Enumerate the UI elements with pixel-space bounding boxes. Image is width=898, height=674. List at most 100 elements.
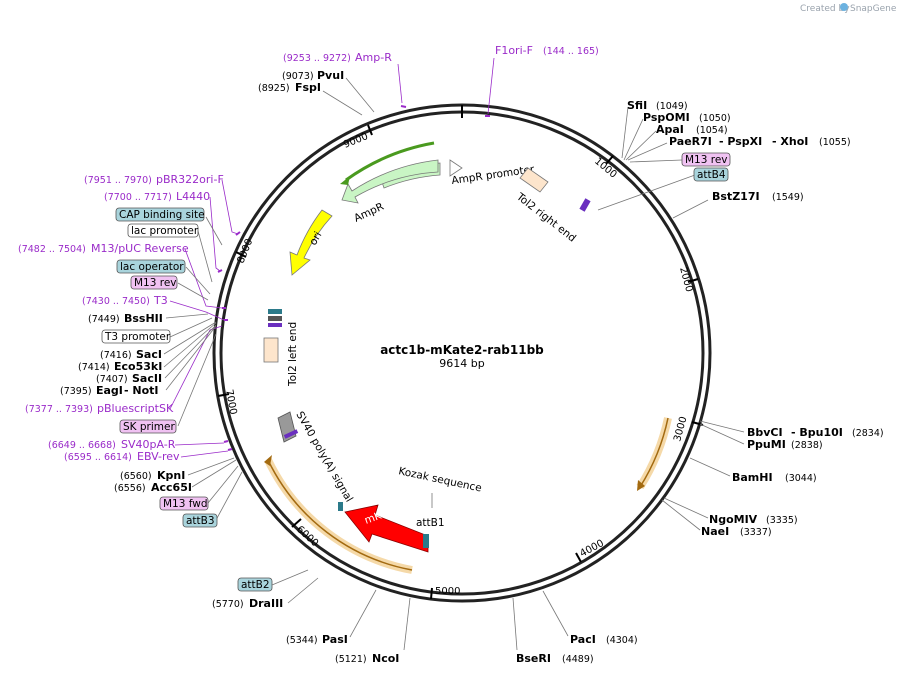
attb3-label: attB3 [186,515,215,527]
ppumi-pos: (2838) [791,440,823,451]
pasi-label[interactable]: PasI [322,633,348,646]
cap-box[interactable] [115,207,205,222]
m13puc-pos: (7482 .. 7504) [18,244,86,255]
m13rev-box-left[interactable] [130,275,178,290]
left-enzyme-leaders [163,216,243,521]
kpni-label[interactable]: KpnI [157,469,185,482]
ngomiv-label[interactable]: NgoMIV [709,513,758,526]
fspi-pos: (8925) [258,83,290,94]
bamhi-pos: (3044) [785,473,817,484]
orange-arc-right-glow [636,417,672,490]
ebv-pos: (6595 .. 6614) [64,452,132,463]
ori-label: ori [307,230,324,248]
ppumi-label[interactable]: PpuMI [747,438,786,451]
sv40r-label[interactable]: SV40pA-R [121,438,176,451]
pvui-label[interactable]: PvuI [317,69,344,82]
left-primer-leaders [169,179,239,458]
l4440-pos: (7700 .. 7717) [104,192,172,203]
skprimer-box[interactable] [119,419,177,434]
attb4-box[interactable] [693,167,729,182]
ampr-primer-leader [397,63,403,104]
kpni-pos: (6560) [120,471,152,482]
pbs-label[interactable]: pBluescriptSK [97,402,174,415]
f1ori-label[interactable]: F1ori-F [495,44,533,57]
attb3-box[interactable] [182,513,218,528]
ncoi-label[interactable]: NcoI [372,652,399,665]
ampr-primer-line [345,141,435,182]
eco53ki-label[interactable]: Eco53kI [114,360,162,373]
noti-label[interactable]: - NotI [124,384,159,397]
fspi-label[interactable]: FspI [295,81,321,94]
t3-label[interactable]: T3 [153,294,168,307]
pbr-pos: (7951 .. 7970) [84,175,152,186]
naei-label[interactable]: NaeI [701,525,729,538]
lacop-box[interactable] [116,259,186,274]
ebv-label[interactable]: EBV-rev [137,450,180,463]
paer7i-label[interactable]: PaeR7I [669,135,712,148]
naei-pos: (3337) [740,527,772,538]
m13rev-box-top[interactable] [681,152,731,167]
pspxi-label[interactable]: - PspXI [719,135,762,148]
t3-pos: (7430 .. 7450) [82,296,150,307]
bstz17i-label[interactable]: BstZ17I [712,190,760,203]
bssh2-label[interactable]: BssHII [124,312,163,325]
acc65i-label[interactable]: Acc65I [151,481,192,494]
l4440-label[interactable]: L4440 [176,190,210,203]
bbvci-label[interactable]: BbvCI [747,426,783,439]
attb2-label: attB2 [241,579,270,591]
m13rev-box-top-label: M13 rev [685,154,728,166]
ampr-feature[interactable] [341,159,439,204]
xhoi-label[interactable]: - XhoI [772,135,808,148]
pvui-leader [345,77,375,113]
ori-feature[interactable] [289,209,333,276]
kozak-marker [338,502,343,511]
ampr-primer-label[interactable]: Amp-R [355,51,392,64]
m13rev-box-left-label: M13 rev [134,277,177,289]
pbr-label[interactable]: pBR322ori-F [156,173,224,186]
paci-label[interactable]: PacI [570,633,596,646]
m13puc-label[interactable]: M13/pUC Reverse [91,242,189,255]
tol2-left-feature[interactable] [263,337,279,363]
right-leaders [287,420,745,651]
apai-label[interactable]: ApaI [656,123,684,136]
attb4-label: attB4 [697,169,726,181]
tol2-right-marker [579,198,591,212]
pvui-pos: (9073) [282,71,314,82]
dra3-label[interactable]: DraIII [249,597,283,610]
bseri-label[interactable]: BseRI [516,652,551,665]
credit-brand: SnapGene [850,4,897,14]
attb2-leader [271,569,309,586]
primer-marks [217,105,490,451]
eco53ki-pos: (7414) [78,362,110,373]
xhoi-pos: (1055) [819,137,851,148]
t3prom-box[interactable] [101,329,171,344]
ampr-promoter-arrowhead [449,159,463,177]
attb2-box[interactable] [237,577,273,592]
tol2-right-feature[interactable] [519,167,549,193]
dra3-pos: (5770) [212,599,244,610]
ampr-primer-arrowhead [340,176,350,185]
tick-2000: 2000 [677,266,694,293]
bssh2-pos: (7449) [88,314,120,325]
pspomi-label[interactable]: PspOMI [643,111,690,124]
tick-8000: 8000 [236,237,256,265]
m13fwd-box[interactable] [159,496,209,511]
sacii-label[interactable]: SacII [132,372,162,385]
pspomi-pos: (1050) [699,113,731,124]
lacprom-box[interactable] [127,223,199,238]
credit-prefix: Created by [800,4,850,14]
pasi-pos: (5344) [286,635,318,646]
f1ori-leader [487,57,495,115]
mkate2-feature[interactable] [344,504,429,553]
ncoi-pos: (5121) [335,654,367,665]
tol2-left-label: Tol2 left end [287,322,299,387]
ngomiv-pos: (3335) [766,515,798,526]
snapgene-logo-icon [840,3,848,11]
bpu10i-label[interactable]: - Bpu10I [791,426,843,439]
sfii-label[interactable]: SfiI [627,99,647,112]
eagi-label[interactable]: EagI [96,384,123,397]
upper-right-leaders [597,106,709,219]
bamhi-label[interactable]: BamHI [732,471,773,484]
saci-label[interactable]: SacI [136,348,162,361]
